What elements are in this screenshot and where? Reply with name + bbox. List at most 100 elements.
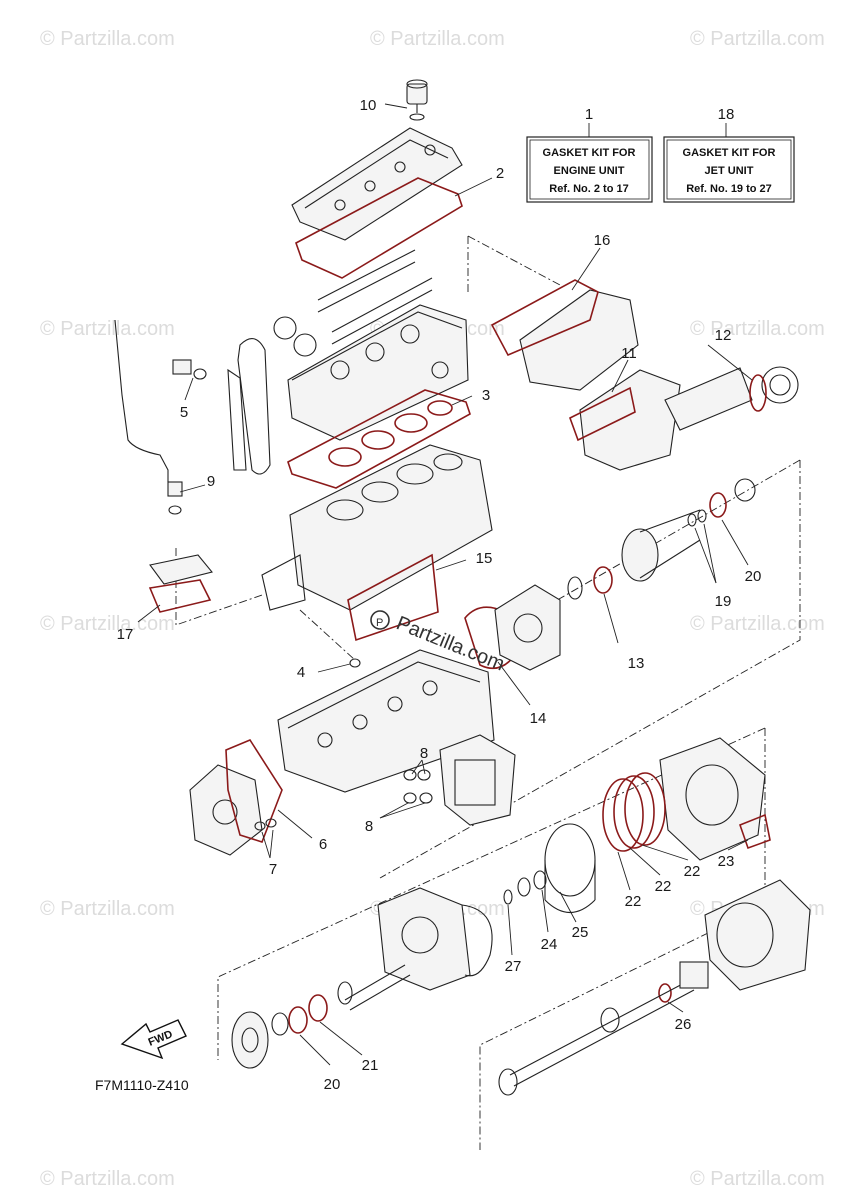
liner-25: [544, 823, 596, 914]
flange-coupling: [231, 1011, 269, 1069]
watermark: © Partzilla.com: [690, 1168, 825, 1190]
impeller-housing: [377, 887, 493, 991]
oil-pump: [189, 764, 263, 856]
chain-guide: [227, 368, 247, 471]
watermark: © Partzilla.com: [370, 28, 505, 50]
watermark: © Partzilla.com: [40, 318, 175, 340]
callout-9: 9: [207, 473, 215, 490]
callout-5: 5: [180, 404, 188, 421]
svg-text:P: P: [376, 617, 383, 629]
o-ring-26: [658, 983, 672, 1003]
o-ring-9: [168, 505, 182, 515]
callout-17: 17: [117, 626, 134, 643]
kit-box-engine: GASKET KIT FOR ENGINE UNIT Ref. No. 2 to…: [526, 106, 653, 203]
callout-10: 10: [360, 97, 377, 114]
watermark: © Partzilla.com: [40, 28, 175, 50]
crankcase: [277, 649, 495, 793]
throttle-gasket-11: [569, 386, 636, 442]
callout-2: 2: [496, 165, 504, 182]
watermark: © Partzilla.com: [690, 613, 825, 635]
watermark: © Partzilla.com: [40, 1168, 175, 1190]
fitting-9: [167, 481, 183, 497]
callout-6: 6: [319, 836, 327, 853]
intake-manifold-gasket: [490, 279, 599, 357]
throttle-assembly: [664, 366, 799, 431]
callout-27: 27: [505, 958, 522, 975]
callout-13: 13: [628, 655, 645, 672]
head-cover-gasket: [295, 177, 463, 279]
cylinder-head-cover: [291, 127, 463, 241]
oil-filler-cap: [406, 79, 428, 121]
callout-25: 25: [572, 924, 589, 941]
throttle-gasket-12: [749, 374, 767, 412]
gasket-23: [738, 813, 771, 850]
o-rings-7: [254, 818, 277, 831]
drive-coupling: [621, 509, 701, 582]
o-rings-8: [403, 769, 433, 804]
oil-pump-gasket: [225, 739, 283, 843]
callout-3: 3: [482, 387, 490, 404]
cylinder-head: [287, 304, 469, 441]
callout-19: 19: [715, 593, 732, 610]
cylinder-head-gasket: [287, 389, 471, 489]
callout-20: 20: [324, 1076, 341, 1093]
leader-lines: [137, 103, 753, 1066]
seals-20-21: [271, 994, 328, 1036]
cover-17: [148, 554, 213, 613]
sensor-5: [172, 359, 207, 380]
callout-7: 7: [269, 861, 277, 878]
callout-18: 18: [718, 106, 735, 123]
callout-1: 1: [585, 106, 593, 123]
callout-14: 14: [530, 710, 547, 727]
intake-manifold: [519, 289, 681, 471]
drive-shaft-front: [337, 964, 411, 1011]
callout-22: 22: [655, 878, 672, 895]
watermark: © Partzilla.com: [40, 898, 175, 920]
jet-drive-shaft: [498, 961, 709, 1096]
kit-box-line: Ref. No. 19 to 27: [686, 183, 772, 195]
wear-rings-22: [602, 772, 666, 852]
fwd-arrow: FWD: [120, 1019, 187, 1060]
bearings-24-27: [503, 870, 547, 905]
camshafts: [273, 249, 433, 357]
callout-8: 8: [365, 818, 373, 835]
kit-box-jet: GASKET KIT FOR JET UNIT Ref. No. 19 to 2…: [663, 106, 795, 203]
callout-8: 8: [420, 745, 428, 762]
callout-12: 12: [715, 327, 732, 344]
callout-21: 21: [362, 1057, 379, 1074]
kit-box-line: Ref. No. 2 to 17: [549, 183, 628, 195]
dowel-4: [349, 658, 361, 668]
engine-parts: [114, 79, 799, 856]
kit-box-line: ENGINE UNIT: [554, 165, 625, 177]
assembly-lines: [175, 235, 801, 1150]
dipstick: [114, 319, 169, 482]
figure-code: F7M1110-Z410: [95, 1077, 189, 1093]
jet-parts: [231, 737, 811, 1096]
watermark: © Partzilla.com: [40, 613, 175, 635]
kit-box-line: JET UNIT: [705, 165, 754, 177]
jet-nozzle-housing: [704, 879, 811, 991]
callout-11: 11: [621, 345, 637, 362]
kit-box-line: GASKET KIT FOR: [543, 147, 636, 159]
callout-15: 15: [476, 550, 493, 567]
watermark: © Partzilla.com: [690, 318, 825, 340]
watermark: © Partzilla.com: [690, 28, 825, 50]
callout-23: 23: [718, 853, 735, 870]
callout-26: 26: [675, 1016, 692, 1033]
callout-22: 22: [625, 893, 642, 910]
callout-4: 4: [297, 664, 305, 681]
callout-24: 24: [541, 936, 558, 953]
callout-22: 22: [684, 863, 701, 880]
coupling-housing: [494, 584, 561, 671]
cylinder-block: [261, 444, 493, 611]
jet-pump-housing: [659, 737, 766, 861]
water-pump: [439, 734, 516, 826]
kit-box-line: GASKET KIT FOR: [683, 147, 776, 159]
seal-13: [567, 566, 613, 600]
seals-19-20: [687, 478, 756, 527]
callout-20: 20: [745, 568, 762, 585]
callouts: 10 2 3 4 5 6 7 8 8 9 11 12 13 14 15 16 1…: [117, 97, 762, 1093]
side-cover-gasket: [347, 553, 439, 642]
callout-16: 16: [594, 232, 611, 249]
